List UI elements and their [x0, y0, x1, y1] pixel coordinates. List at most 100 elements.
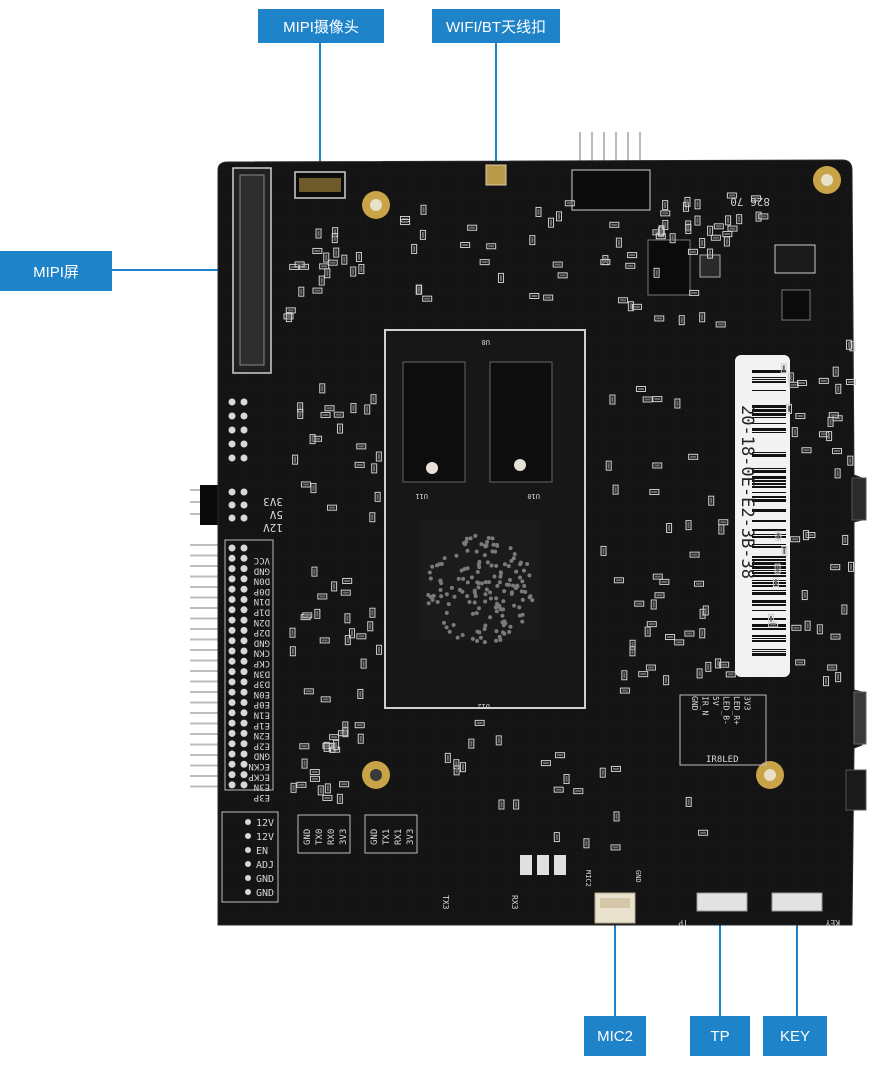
smd-part [645, 664, 656, 671]
smd-part [847, 455, 854, 466]
smd-part [638, 671, 649, 678]
smd-part [791, 624, 802, 631]
smd-part [369, 607, 376, 618]
chip-label-u10: U10 [527, 492, 540, 500]
smd-part [715, 321, 726, 328]
smd-part [342, 577, 353, 584]
smd-part [479, 259, 490, 266]
smd-components [283, 192, 856, 851]
smd-part [653, 267, 660, 278]
smd-part [553, 786, 564, 793]
key-connector [771, 892, 823, 912]
smd-part [669, 233, 676, 244]
smd-part [422, 295, 433, 302]
smd-part [830, 633, 841, 640]
smd-part [828, 412, 839, 419]
smd-part [609, 221, 620, 228]
smd-part [722, 231, 733, 238]
smd-part [329, 734, 340, 741]
smd-part [685, 796, 692, 807]
backlight-label: 12V [256, 832, 274, 843]
dsi-pin-label: E2N [254, 730, 270, 740]
smd-part [687, 248, 698, 255]
smd-part [818, 377, 829, 384]
smd-part [834, 468, 841, 479]
smd-part [736, 214, 743, 225]
smd-part [674, 639, 685, 646]
smd-part [678, 315, 685, 326]
smd-part [823, 676, 830, 687]
inductor [774, 244, 816, 274]
smd-part [289, 646, 296, 657]
smd-part [342, 727, 349, 738]
uart0-label: TX0 [315, 829, 325, 845]
dsi-pin-label: GND [254, 751, 270, 761]
pin-pad [228, 709, 236, 717]
key-mark: KEY [825, 918, 840, 927]
uart1-label: RX1 [394, 829, 404, 845]
smd-part [315, 228, 322, 239]
smd-part [310, 483, 317, 494]
smd-part [775, 530, 782, 541]
smd-part [336, 423, 343, 434]
dsi-pin-label: E0P [253, 699, 270, 709]
smd-part [827, 664, 838, 671]
smd-part [356, 633, 367, 640]
smd-part [835, 383, 842, 394]
chip-label-u12: U12 [477, 702, 490, 710]
smd-part [718, 524, 725, 535]
smd-part [832, 366, 839, 377]
smd-part [317, 785, 324, 796]
ir-led-label: GND [690, 696, 699, 711]
antenna-connector [485, 164, 507, 186]
smd-part [553, 832, 560, 843]
smd-part [751, 195, 762, 202]
pin-pad [228, 626, 236, 634]
smd-part [357, 733, 364, 744]
audio-jack [851, 477, 867, 521]
smd-part [327, 504, 338, 511]
side-button [845, 769, 867, 811]
tx3-mark: TX3 [441, 895, 450, 910]
smd-part [331, 581, 338, 592]
smd-part [660, 210, 671, 217]
usb-port [853, 691, 867, 745]
smd-part [774, 563, 781, 574]
smd-part [319, 263, 330, 270]
smd-part [652, 396, 663, 403]
smd-part [780, 363, 787, 374]
dsi-pin-label: CKN [254, 648, 270, 658]
callout-key: KEY [763, 1016, 827, 1056]
barcode-sticker [735, 355, 790, 677]
callout-mipi-camera: MIPI摄像头 [258, 9, 384, 43]
smd-part [289, 627, 296, 638]
smd-part [367, 621, 374, 632]
smd-part [358, 264, 365, 275]
smd-part [699, 238, 706, 249]
gnd-mark: GND [634, 870, 642, 883]
mic-mark: MIC2 [584, 870, 592, 887]
left-header-pins [190, 485, 222, 788]
smd-part [726, 192, 737, 199]
pin-pad [228, 606, 236, 614]
smd-part [355, 251, 362, 262]
smd-part [348, 628, 355, 639]
smd-part [356, 443, 367, 450]
chip-label-u11: U11 [415, 492, 428, 500]
smd-part [816, 624, 823, 635]
power-label: 5V [269, 508, 283, 521]
smd-part [674, 398, 681, 409]
backlight-label: ADJ [256, 860, 274, 871]
dsi-pin-label: E2P [253, 740, 270, 750]
power-label: 12V [263, 521, 283, 534]
dsi-pin-label: D1N [254, 596, 270, 606]
smd-part [327, 259, 338, 266]
smd-part [400, 219, 411, 226]
smd-part [631, 303, 642, 310]
smd-part [350, 403, 357, 414]
uart0-label: 3V3 [339, 829, 349, 845]
smd-part [713, 223, 724, 230]
silkscreen: VCCGNDD0ND0PD1ND1PD2ND2PGNDCKNCKPD3ND3PE… [221, 338, 840, 927]
smd-part [684, 196, 691, 207]
smd-part [495, 735, 502, 746]
